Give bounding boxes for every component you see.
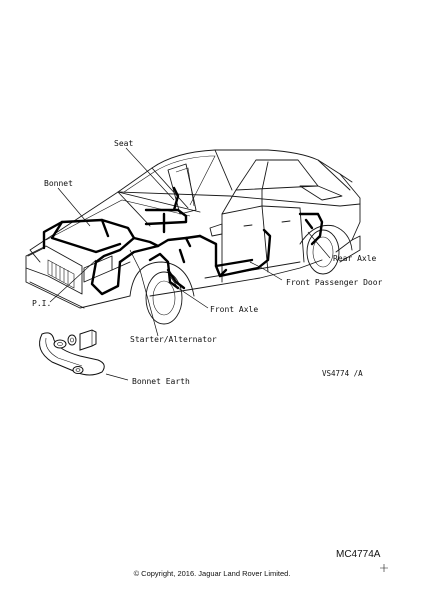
corner-mark: [380, 564, 388, 572]
label-seat: Seat: [114, 139, 133, 148]
copyright-notice: © Copyright, 2016. Jaguar Land Rover Lim…: [134, 569, 291, 578]
wiring-harness: [42, 186, 324, 296]
label-bonnet: Bonnet: [44, 179, 73, 188]
view-reference: VS4774 /A: [322, 369, 363, 378]
label-rear-axle: Rear Axle: [333, 254, 377, 263]
bonnet-earth-parts: [39, 329, 105, 376]
label-front-passenger-door: Front Passenger Door: [286, 278, 383, 287]
label-starter-alternator: Starter/Alternator: [130, 335, 217, 344]
label-bonnet-earth: Bonnet Earth: [132, 377, 190, 386]
illustration-code: MC4774A: [336, 549, 381, 560]
leader-lines: [49, 147, 331, 381]
label-pi: P.I.: [32, 299, 51, 308]
label-front-axle: Front Axle: [210, 305, 258, 314]
